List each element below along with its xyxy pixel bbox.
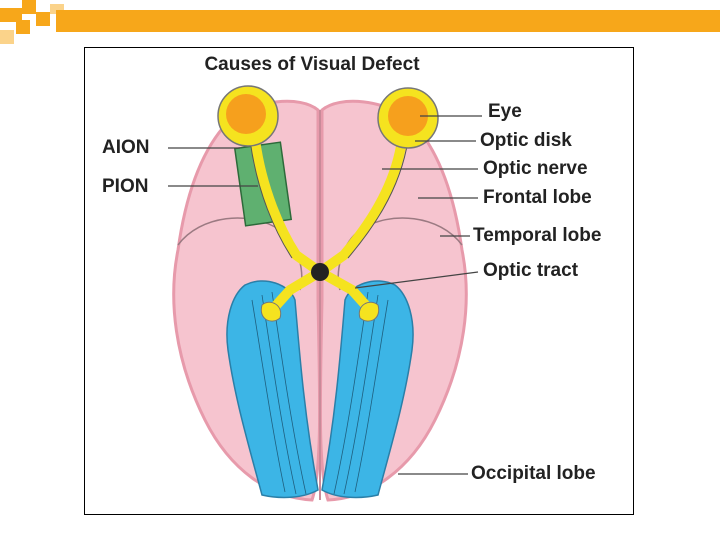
optic-tract-left [267, 267, 325, 315]
lateral-geniculate-right [358, 301, 380, 322]
label-occipital-lobe: Occipital lobe [471, 463, 596, 484]
label-temporal-lobe: Temporal lobe [473, 225, 602, 246]
label-optic-disk: Optic disk [480, 130, 572, 151]
optic-chiasm [311, 263, 329, 281]
label-pion: PION [102, 176, 149, 197]
lateral-geniculate-left [260, 301, 282, 322]
occipital-radiation-right [321, 280, 414, 499]
optic-nerve-left [250, 135, 325, 277]
optic-tract-right [315, 267, 375, 315]
optic-nerve-right [315, 135, 407, 277]
accent-square [50, 4, 64, 14]
label-frontal-lobe: Frontal lobe [483, 187, 592, 208]
accent-square [16, 20, 30, 34]
accent-square [0, 8, 22, 22]
nerve-outlines [249, 139, 409, 259]
label-aion: AION [102, 137, 150, 158]
label-eye: Eye [488, 101, 522, 122]
diagram-title: Causes of Visual Defect [204, 54, 420, 75]
label-optic-tract: Optic tract [483, 260, 579, 281]
leader-lines [168, 115, 482, 475]
occipital-radiation-left [226, 280, 319, 499]
accent-square [36, 12, 50, 26]
accent-square [0, 30, 14, 44]
optic-disk-left [226, 94, 266, 134]
title-bar-decoration [0, 0, 720, 44]
optic-disk-right [388, 96, 428, 136]
label-optic-nerve: Optic nerve [483, 158, 588, 179]
accent-bar [56, 10, 720, 32]
accent-square [22, 0, 36, 14]
